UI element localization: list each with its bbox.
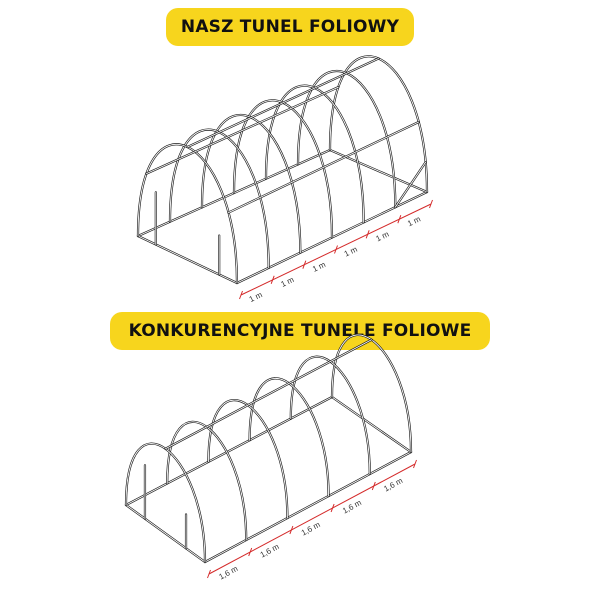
diagonal-brace-highlight [394, 161, 427, 208]
dimension-label: 1 m [374, 229, 390, 243]
hoop-2 [207, 399, 289, 520]
hoop-3 [232, 99, 334, 239]
hoop-5-highlight [331, 334, 412, 453]
purlin-highlight [165, 339, 372, 450]
dimension-tick [270, 275, 275, 285]
dimension-label: 1 m [279, 275, 295, 289]
hoop-3 [248, 377, 330, 498]
dimension-label: 1,6 m [382, 476, 404, 494]
ground-rail-back-highlight [331, 396, 412, 453]
dimension-label: 1 m [248, 290, 264, 304]
hoop-1 [166, 420, 248, 542]
bottom-tunnel-frame: 1,6 m 1,6 m 1,6 m 1,6 m 1,6 m [124, 333, 417, 582]
dimension-label: 1 m [343, 245, 359, 259]
dimension-tick [289, 525, 294, 535]
ground-rail-front-highlight [125, 504, 206, 563]
dimension-label: 1,6 m [341, 498, 363, 516]
hoop-0 [124, 442, 207, 564]
dimension-label: 1,6 m [259, 542, 281, 560]
hoop-1-highlight [166, 421, 247, 541]
dimension-label: 1,6 m [300, 520, 322, 538]
dimension-tick [365, 230, 370, 239]
hoop-5 [330, 333, 413, 454]
dimension-tick [207, 569, 211, 579]
dimension-tick [248, 547, 253, 557]
hoop-3-highlight [249, 377, 330, 497]
dimension-label: 1 m [311, 260, 327, 274]
dimension-label: 1,6 m [217, 564, 239, 582]
hoop-2-highlight [207, 399, 288, 519]
heading-our-tunnel: NASZ TUNEL FOLIOWY [166, 8, 414, 46]
dimension-label: 1 m [406, 214, 422, 228]
hoop-2-highlight [201, 114, 301, 254]
dimension-tick [302, 260, 307, 269]
purlin-highlight [187, 58, 379, 148]
purlin-highlight [146, 86, 339, 175]
hoop-2 [200, 113, 302, 254]
ground-rail-front-highlight [137, 235, 238, 284]
ground-rail-right-highlight [204, 451, 412, 563]
dimension-tick [330, 503, 335, 513]
dimension-tick [413, 459, 417, 469]
ground-rail-left-highlight [125, 396, 333, 506]
top-tunnel-frame: 1 m 1 m 1 m 1 m 1 m 1 m [136, 55, 433, 304]
dimension-tick [371, 481, 376, 491]
purlin-highlight [228, 121, 420, 214]
hoop-3-highlight [233, 99, 333, 238]
dimension-tick [239, 290, 243, 300]
dimension-tick [429, 199, 433, 209]
dimension-tick [334, 245, 338, 254]
bottom-tunnel-dimensions: 1,6 m 1,6 m 1,6 m 1,6 m 1,6 m [207, 459, 417, 582]
hoop-0-highlight [125, 443, 206, 563]
heading-competitor-tunnels: KONKURENCYJNE TUNELE FOLIOWE [110, 312, 490, 350]
dimension-line [208, 463, 416, 575]
dimension-tick [397, 214, 402, 224]
